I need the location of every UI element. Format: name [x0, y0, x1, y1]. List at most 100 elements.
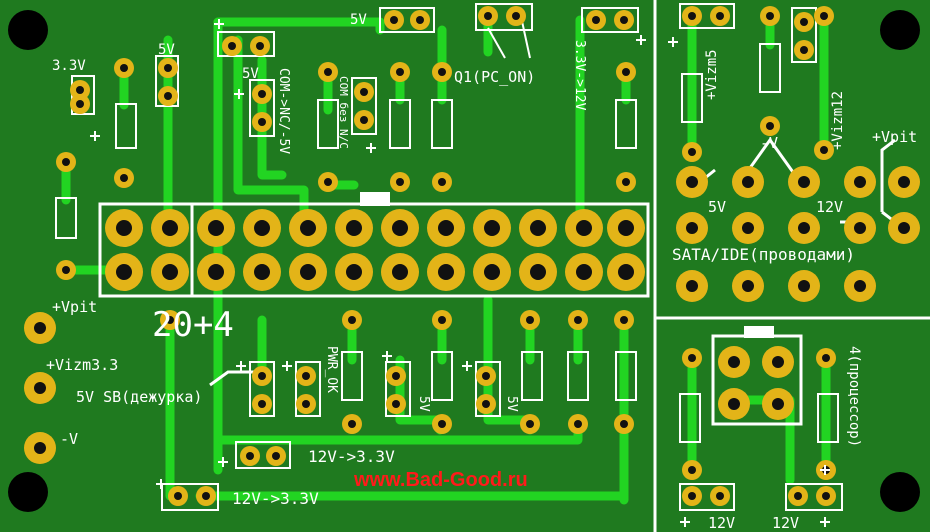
- label-vizm12: +Vizm12: [830, 91, 846, 150]
- pad-38-hole: [166, 316, 174, 324]
- label-vpit-left: +Vpit: [52, 298, 97, 316]
- label-5v-low2: 5V: [504, 396, 519, 412]
- pad-40-hole: [258, 400, 266, 408]
- pad-43-hole: [348, 316, 356, 324]
- pad-18-hole: [416, 16, 424, 24]
- atx-pad-top-3-hole: [208, 220, 224, 236]
- silkscreen-labels: 3.3V 5V 5V 5V COM->NC/-5V COM без N/C Q1…: [46, 12, 917, 532]
- pad-19-hole: [396, 68, 404, 76]
- label-vizm5: +Vizm5: [704, 49, 720, 100]
- large-pad-1-hole: [686, 176, 698, 188]
- atx-pad-bottom-10-hole: [530, 264, 546, 280]
- pad-45-hole: [392, 372, 400, 380]
- label-12v-b2: 12V: [772, 514, 799, 532]
- pad-12-hole: [258, 118, 266, 126]
- component-outlines: [55, 3, 896, 511]
- pad-11-hole: [258, 90, 266, 98]
- large-pad-20-hole: [34, 382, 46, 394]
- pad-67-hole: [794, 492, 802, 500]
- pad-47-hole: [438, 316, 446, 324]
- label-vpit-right: +Vpit: [872, 128, 917, 146]
- pad-55-hole: [620, 316, 628, 324]
- label-3v3-12v: 3.3V->12V: [572, 40, 587, 111]
- large-pad-6-hole: [686, 222, 698, 234]
- label-sata: SATA/IDE(проводами): [672, 245, 855, 264]
- label-q1: Q1(PC_ON): [454, 68, 535, 86]
- label-com-nc: COM->NC/-5V: [276, 68, 291, 154]
- large-pad-9-hole: [854, 222, 866, 234]
- large-pad-3-hole: [798, 176, 810, 188]
- pad-54-hole: [574, 420, 582, 428]
- label-5v-mid: 5V: [242, 66, 259, 82]
- pad-29-hole: [688, 12, 696, 20]
- pad-61-hole: [688, 354, 696, 362]
- pad-13-hole: [324, 68, 332, 76]
- large-pad-5-hole: [898, 176, 910, 188]
- atx-pad-top-8-hole: [438, 220, 454, 236]
- pad-63-hole: [688, 492, 696, 500]
- pad-27-hole: [622, 68, 630, 76]
- label-5v-right: 5V: [708, 198, 726, 216]
- atx-pad-bottom-8-hole: [438, 264, 454, 280]
- large-pad-13-hole: [798, 280, 810, 292]
- pad-52-hole: [526, 420, 534, 428]
- pin1-key: [360, 192, 390, 206]
- watermark: www.Bad-Good.ru: [353, 469, 528, 491]
- pad-10-hole: [256, 42, 264, 50]
- pad-4-hole: [164, 92, 172, 100]
- pad-49-hole: [482, 372, 490, 380]
- pad-46-hole: [392, 400, 400, 408]
- pad-39-hole: [258, 372, 266, 380]
- label-5v-top-left: 5V: [158, 42, 175, 58]
- label-minus-v-right: -V: [760, 134, 778, 152]
- mounting-holes: [8, 10, 920, 512]
- label-12v-right: 12V: [816, 198, 843, 216]
- large-pad-21-hole: [34, 442, 46, 454]
- pad-31-hole: [688, 148, 696, 156]
- pad-20-hole: [396, 178, 404, 186]
- label-minus-v: -V: [60, 430, 78, 448]
- large-pad-16-hole: [772, 356, 784, 368]
- atx-pad-bottom-5-hole: [300, 264, 316, 280]
- large-pad-14-hole: [854, 280, 866, 292]
- atx-pad-top-11-hole: [576, 220, 592, 236]
- label-3v3-top: 3.3V: [52, 58, 86, 74]
- pad-62-hole: [688, 466, 696, 474]
- atx-pad-top-9-hole: [484, 220, 500, 236]
- pad-58-hole: [272, 452, 280, 460]
- atx-pad-bottom-7-hole: [392, 264, 408, 280]
- pad-53-hole: [574, 316, 582, 324]
- pad-59-hole: [174, 492, 182, 500]
- pad-65-hole: [822, 354, 830, 362]
- atx-pad-bottom-9-hole: [484, 264, 500, 280]
- panel-dividers: [653, 0, 930, 532]
- label-cpu: 4(процессор): [846, 346, 862, 447]
- pad-35-hole: [800, 46, 808, 54]
- large-pad-18-hole: [772, 398, 784, 410]
- atx-pad-top-2-hole: [162, 220, 178, 236]
- label-5v-low1: 5V: [416, 396, 431, 412]
- atx-pad-bottom-2-hole: [162, 264, 178, 280]
- atx-pad-top-6-hole: [346, 220, 362, 236]
- pad-42-hole: [302, 400, 310, 408]
- atx-pad-top-5-hole: [300, 220, 316, 236]
- pad-37-hole: [820, 146, 828, 154]
- pad-50-hole: [482, 400, 490, 408]
- large-pad-15-hole: [728, 356, 740, 368]
- pad-32-hole: [766, 12, 774, 20]
- pad-25-hole: [592, 16, 600, 24]
- atx-pad-bottom-11-hole: [576, 264, 592, 280]
- atx-pad-top-10-hole: [530, 220, 546, 236]
- pad-64-hole: [716, 492, 724, 500]
- label-5v-top: 5V: [350, 12, 367, 28]
- pad-34-hole: [800, 18, 808, 26]
- pad-23-hole: [484, 12, 492, 20]
- large-pad-11-hole: [686, 280, 698, 292]
- cpu-key: [744, 326, 774, 338]
- large-pad-4-hole: [854, 176, 866, 188]
- pad-9-hole: [228, 42, 236, 50]
- pad-33-hole: [766, 122, 774, 130]
- small-pads: [56, 6, 836, 506]
- atx-connector-pads: [24, 166, 920, 464]
- pad-51-hole: [526, 316, 534, 324]
